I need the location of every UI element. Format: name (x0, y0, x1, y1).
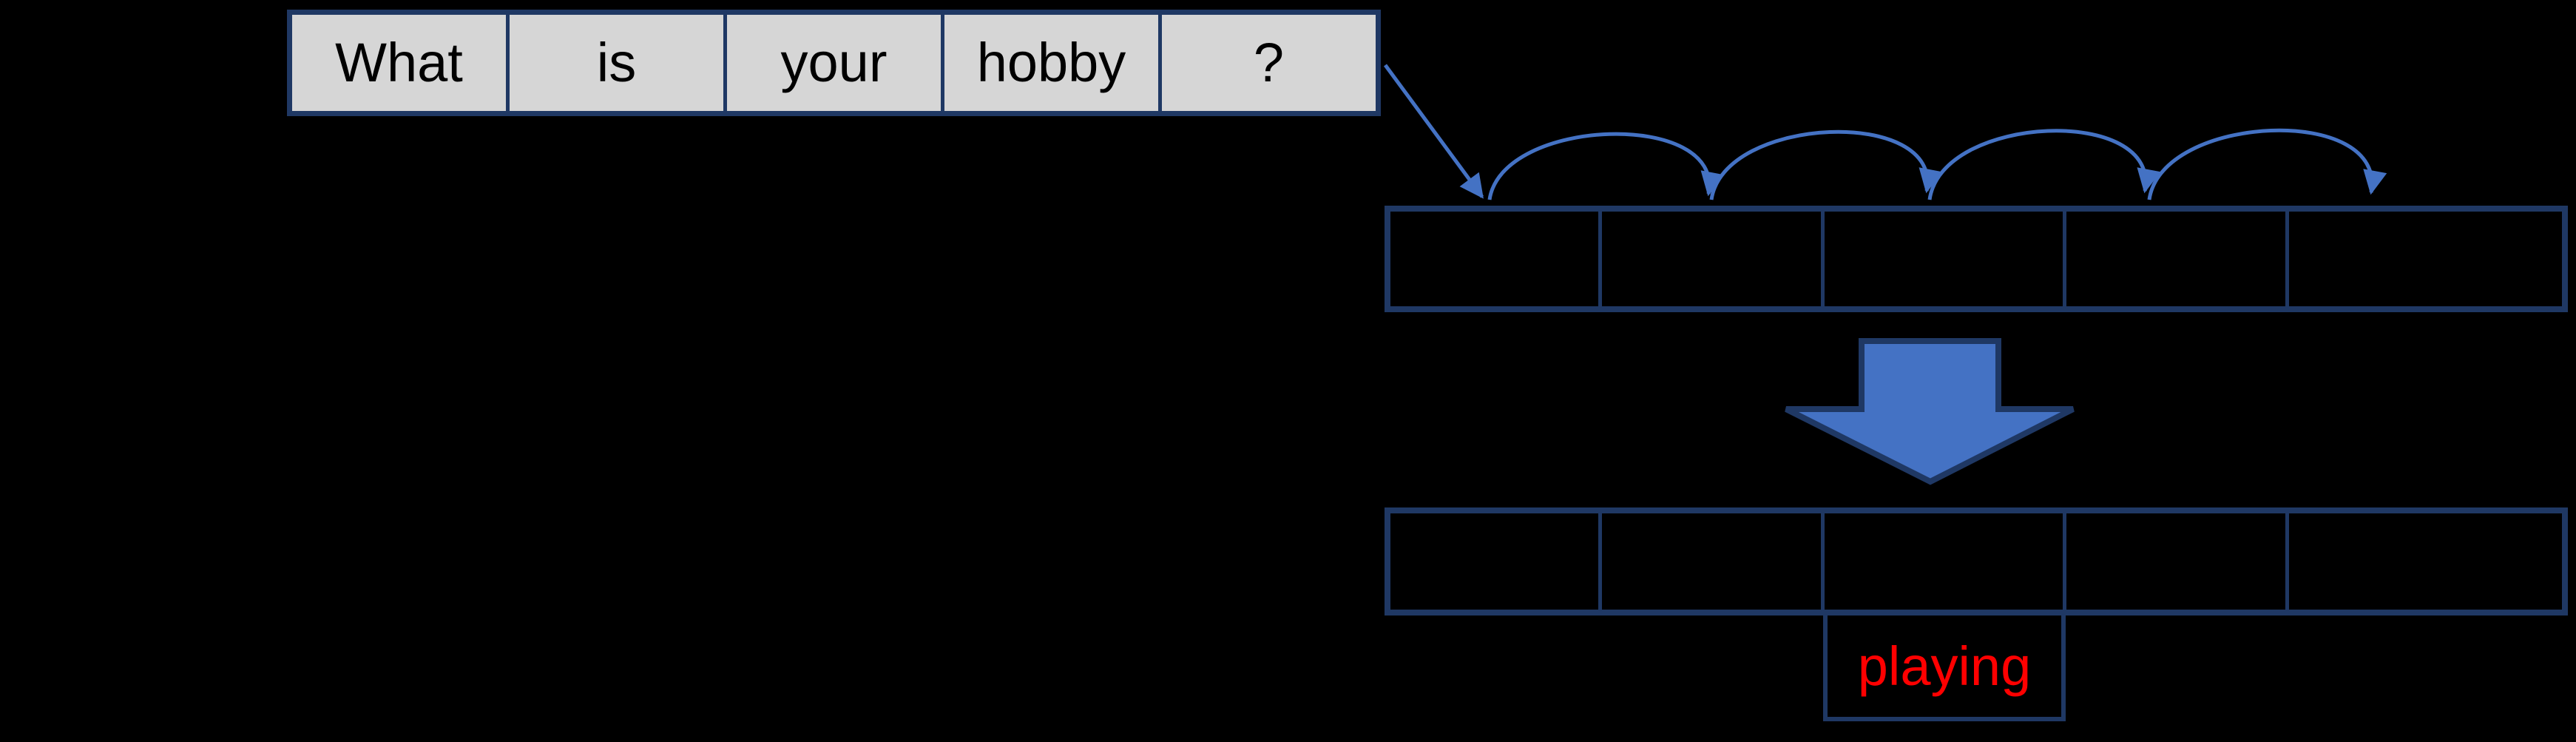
top-sequence-cell (2285, 212, 2562, 306)
input-word-cell: your (723, 15, 941, 111)
bottom-sequence-cell (2285, 513, 2562, 610)
bottom-sequence-cell (1390, 513, 1598, 610)
block-down-arrow-icon (1785, 338, 2075, 485)
bottom-sequence-cell (2062, 513, 2285, 610)
input-arrow-icon (1383, 64, 1484, 199)
output-word-cell: playing (1823, 615, 2066, 721)
input-word-cell: What (292, 15, 506, 111)
hop-arc-icon-4 (2147, 128, 2387, 200)
input-word-cell: hobby (941, 15, 1158, 111)
top-sequence-cell (2062, 212, 2285, 306)
top-sequence-cell (1820, 212, 2063, 306)
bottom-sequence-row (1385, 507, 2568, 615)
input-sentence-table: What is your hobby ? (287, 10, 1381, 116)
top-sequence-cell (1598, 212, 1820, 306)
hop-arc-icon-2 (1709, 129, 1943, 200)
hop-arc-icon-3 (1927, 129, 2161, 200)
hop-arc-icon-1 (1487, 132, 1725, 200)
input-word-cell: is (506, 15, 723, 111)
top-sequence-row (1385, 206, 2568, 312)
top-sequence-cell (1390, 212, 1598, 306)
bottom-sequence-cell (1820, 513, 2063, 610)
bottom-sequence-cell (1598, 513, 1820, 610)
input-word-cell: ? (1158, 15, 1376, 111)
